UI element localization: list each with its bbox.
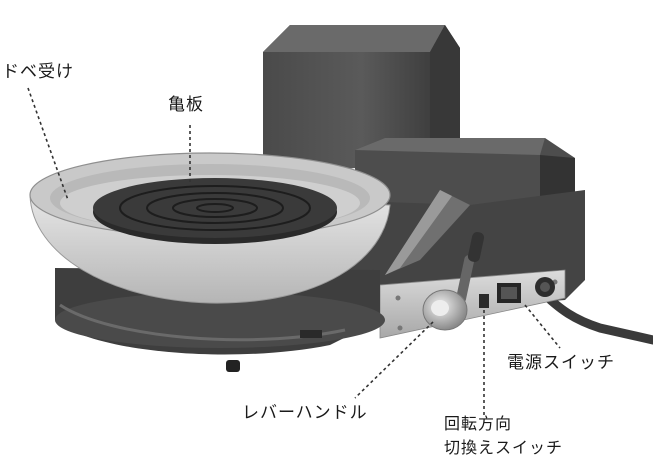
- leader-lever-handle: [354, 321, 434, 399]
- leader-power-switch: [524, 304, 561, 349]
- direction-switch: [479, 294, 489, 308]
- lever-handle: [422, 232, 485, 331]
- label-lever-handle: レバーハンドル: [242, 403, 368, 423]
- rear-tower: [263, 25, 460, 175]
- label-direction-switch-line2: 切換えスイッチ: [444, 438, 564, 457]
- power-switch: [497, 277, 555, 303]
- label-power-switch: 電源スイッチ: [507, 353, 615, 373]
- label-direction-switch-line1: 回転方向: [444, 414, 513, 433]
- leader-splash-pan: [27, 87, 69, 201]
- wheel-head: [93, 178, 337, 244]
- leader-lines: [27, 87, 561, 415]
- label-splash-pan: ドベ受け: [2, 62, 74, 82]
- label-wheel-head: 亀板: [168, 95, 204, 115]
